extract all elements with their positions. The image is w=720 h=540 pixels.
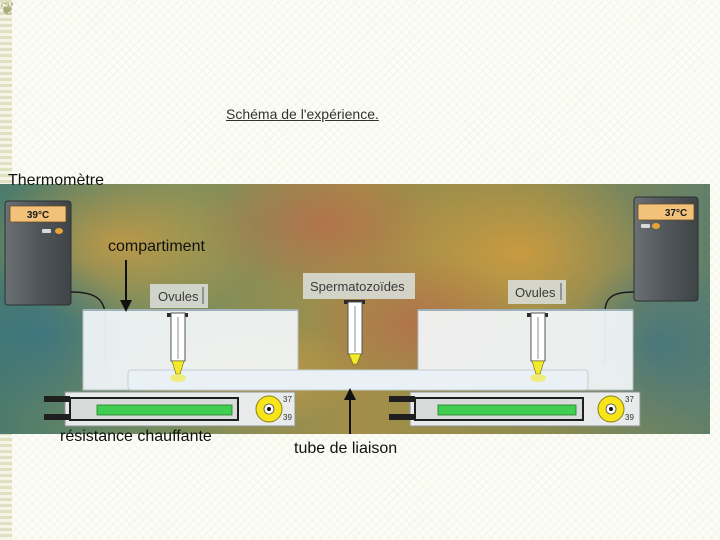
left-heating-element <box>96 404 233 416</box>
right-thermometer: 37°C <box>633 196 699 302</box>
left-ovules-label: Ovules <box>158 289 199 304</box>
left-thermometer-display <box>9 205 67 223</box>
link-tube <box>127 369 589 391</box>
right-heater: 37 39 <box>389 391 641 427</box>
compartment-arrow <box>120 260 132 312</box>
link-tube-label: tube de liaison <box>294 440 398 457</box>
heater-label: résistance chauffante <box>60 428 212 445</box>
left-pipette <box>167 312 188 382</box>
left-thermometer-button <box>42 229 51 233</box>
left-thermometer-reading: 39°C <box>27 210 49 221</box>
page-title: Schéma de l'expérience. <box>226 106 379 122</box>
center-pipette <box>344 300 365 365</box>
spermatozoides-label: Spermatozoïdes <box>310 279 405 294</box>
right-pipette <box>527 312 548 382</box>
right-ovules-label: Ovules <box>515 285 556 300</box>
right-thermometer-reading: 37°C <box>665 208 687 219</box>
left-heater: 37 39 <box>44 391 296 427</box>
left-dial-bottom: 39 <box>283 413 292 422</box>
left-dial-top: 37 <box>283 395 292 404</box>
link-tube-arrow <box>344 388 356 434</box>
right-thermometer-button <box>641 224 650 228</box>
experiment-diagram: 39°C 37°C Ovules Spermatozoïdes Ovules <box>0 154 720 434</box>
right-ovules-badge: Ovules <box>508 280 566 304</box>
thermometer-label: Thermomètre <box>8 172 105 189</box>
left-thermometer: 39°C <box>4 200 72 306</box>
right-dial-bottom: 39 <box>625 413 634 422</box>
right-heating-element <box>437 404 577 416</box>
right-dial-top: 37 <box>625 395 634 404</box>
flourish-icon: ❦ <box>0 0 16 19</box>
left-thermometer-led <box>55 228 63 234</box>
diagram-canvas: 39°C 37°C Ovules Spermatozoïdes Ovules <box>0 154 720 434</box>
compartment-label: compartiment <box>108 238 205 255</box>
left-ovules-badge: Ovules <box>150 284 208 308</box>
right-thermometer-display <box>637 203 695 221</box>
center-badge: Spermatozoïdes <box>303 273 415 299</box>
right-thermometer-led <box>652 223 660 229</box>
